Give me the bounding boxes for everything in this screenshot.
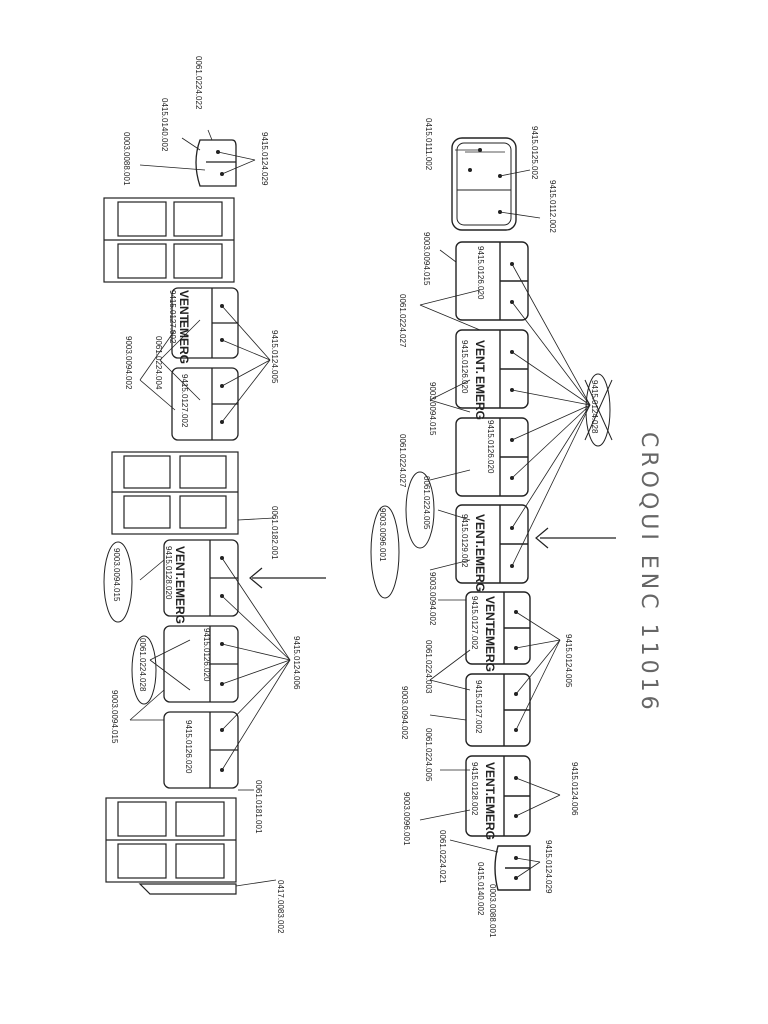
window-l1	[171, 287, 239, 359]
part-label: 0003.0088.001	[122, 132, 131, 186]
arrow-right	[535, 527, 616, 549]
part-label: 9415.0126.020	[486, 420, 495, 474]
part-label: 9415.0126.020	[184, 720, 193, 774]
part-label: 9415.0129.002	[460, 514, 469, 568]
vent-label: VENT.	[483, 596, 497, 630]
bus-side-panel-3	[105, 797, 237, 895]
part-label: 9415.0127.002	[168, 290, 177, 344]
part-label: 0415.0140.002	[160, 98, 169, 152]
part-label: 9003.0094.002	[124, 336, 133, 390]
left-window-series	[103, 129, 326, 895]
leader-lines-right	[419, 149, 591, 879]
part-label: 9415.0124.029	[544, 840, 553, 894]
circle-mark-1	[405, 471, 435, 549]
part-label: 9415.0126.020	[476, 246, 485, 300]
part-label: 9415.0126.020	[202, 628, 211, 682]
vent-label: VENT.	[173, 546, 187, 580]
part-label: 0061.0224.004	[154, 336, 163, 390]
window-r7	[465, 755, 531, 837]
bus-side-panel-2	[111, 451, 239, 535]
vent-label: VENT.	[473, 514, 487, 548]
part-label: 0003.0088.001	[488, 884, 497, 938]
window-r1	[455, 241, 529, 321]
window-r2	[455, 329, 529, 409]
left-labels: 0061.0224.022 0415.0140.002 0003.0088.00…	[110, 56, 301, 934]
part-label: 9415.0125.002	[530, 126, 539, 180]
part-label: 9003.0096.001	[378, 508, 387, 562]
vent-label: VENT.	[483, 762, 497, 796]
circle-mark-4	[103, 541, 133, 623]
right-labels: 0415.0111.002 9415.0125.002 9415.0112.00…	[378, 118, 599, 938]
part-label: 0061.0224.005	[424, 728, 433, 782]
part-label: 9415.0124.028	[590, 380, 599, 434]
window-l3	[163, 539, 239, 617]
part-label: 0061.0224.022	[194, 56, 203, 110]
emerg-label: EMERG	[173, 580, 187, 624]
part-label: 0061.0224.027	[398, 434, 407, 488]
part-label: 9415.0112.002	[548, 180, 557, 233]
cross-mark	[584, 379, 613, 441]
part-label: 9415.0124.005	[564, 634, 573, 688]
part-label: 0061.0224.005	[422, 476, 431, 530]
window-l5	[163, 711, 239, 789]
vent-label: VENT.	[177, 290, 191, 324]
leader-lines-left	[129, 129, 291, 887]
emerg-label: EMERG	[483, 628, 497, 672]
part-label: 0061.0224.028	[138, 638, 147, 692]
window-r3	[455, 417, 529, 497]
part-label: 9415.0127.002	[474, 680, 483, 734]
part-label: 9003.0094.015	[110, 690, 119, 744]
window-r5	[465, 591, 531, 665]
vent-label: VENT.	[473, 340, 487, 374]
part-label: 9003.0094.015	[428, 382, 437, 436]
emerg-label: EMERG	[473, 548, 487, 592]
emerg-label: EMERG	[473, 376, 487, 420]
circle-mark-3	[585, 373, 611, 447]
part-label: 0061.0224.021	[438, 830, 447, 884]
part-label: 9415.0124.006	[570, 762, 579, 816]
right-window-series	[370, 137, 616, 891]
part-label: 0061.0181.001	[254, 780, 263, 834]
part-label: 9415.0124.005	[270, 330, 279, 384]
part-label: 9415.0127.002	[470, 596, 479, 650]
fastener-dots-left	[216, 150, 224, 772]
emerg-label: EMERG	[483, 796, 497, 840]
part-label: 9003.0094.015	[422, 232, 431, 286]
part-label: 0417.0083.002	[276, 880, 285, 934]
window-l-top	[195, 139, 237, 187]
part-label: 9415.0124.029	[260, 132, 269, 186]
part-label: 9415.0126.020	[460, 340, 469, 394]
part-label: 9003.0096.001	[402, 792, 411, 846]
circle-mark-5	[131, 635, 157, 705]
part-label: 9415.0127.002	[180, 374, 189, 428]
window-top-front	[451, 137, 517, 231]
arrow-left	[249, 567, 326, 589]
part-label: 0415.0111.002	[424, 118, 433, 171]
part-label: 0061.0182.001	[270, 506, 279, 560]
part-label: 9003.0094.015	[112, 548, 121, 602]
window-l4	[163, 625, 239, 703]
part-label: 9415.0124.006	[292, 636, 301, 690]
window-l2	[171, 367, 239, 441]
part-label: 9415.0128.020	[164, 546, 173, 600]
drawing-title: CROQUI ENC 11016	[636, 432, 661, 714]
part-label: 0061.0224.027	[398, 294, 407, 348]
part-label: 9415.0128.002	[470, 762, 479, 816]
part-label: 9003.0094.002	[400, 686, 409, 740]
emerg-label: EMERG	[177, 320, 191, 364]
bus-side-panel-1	[103, 197, 235, 283]
window-r8	[494, 845, 531, 891]
circle-mark-2	[370, 505, 400, 599]
window-r4	[455, 504, 529, 584]
part-label: 0415.0140.002	[476, 862, 485, 916]
part-label: 0061.0224.003	[424, 640, 433, 694]
part-label: 9003.0094.002	[428, 572, 437, 626]
